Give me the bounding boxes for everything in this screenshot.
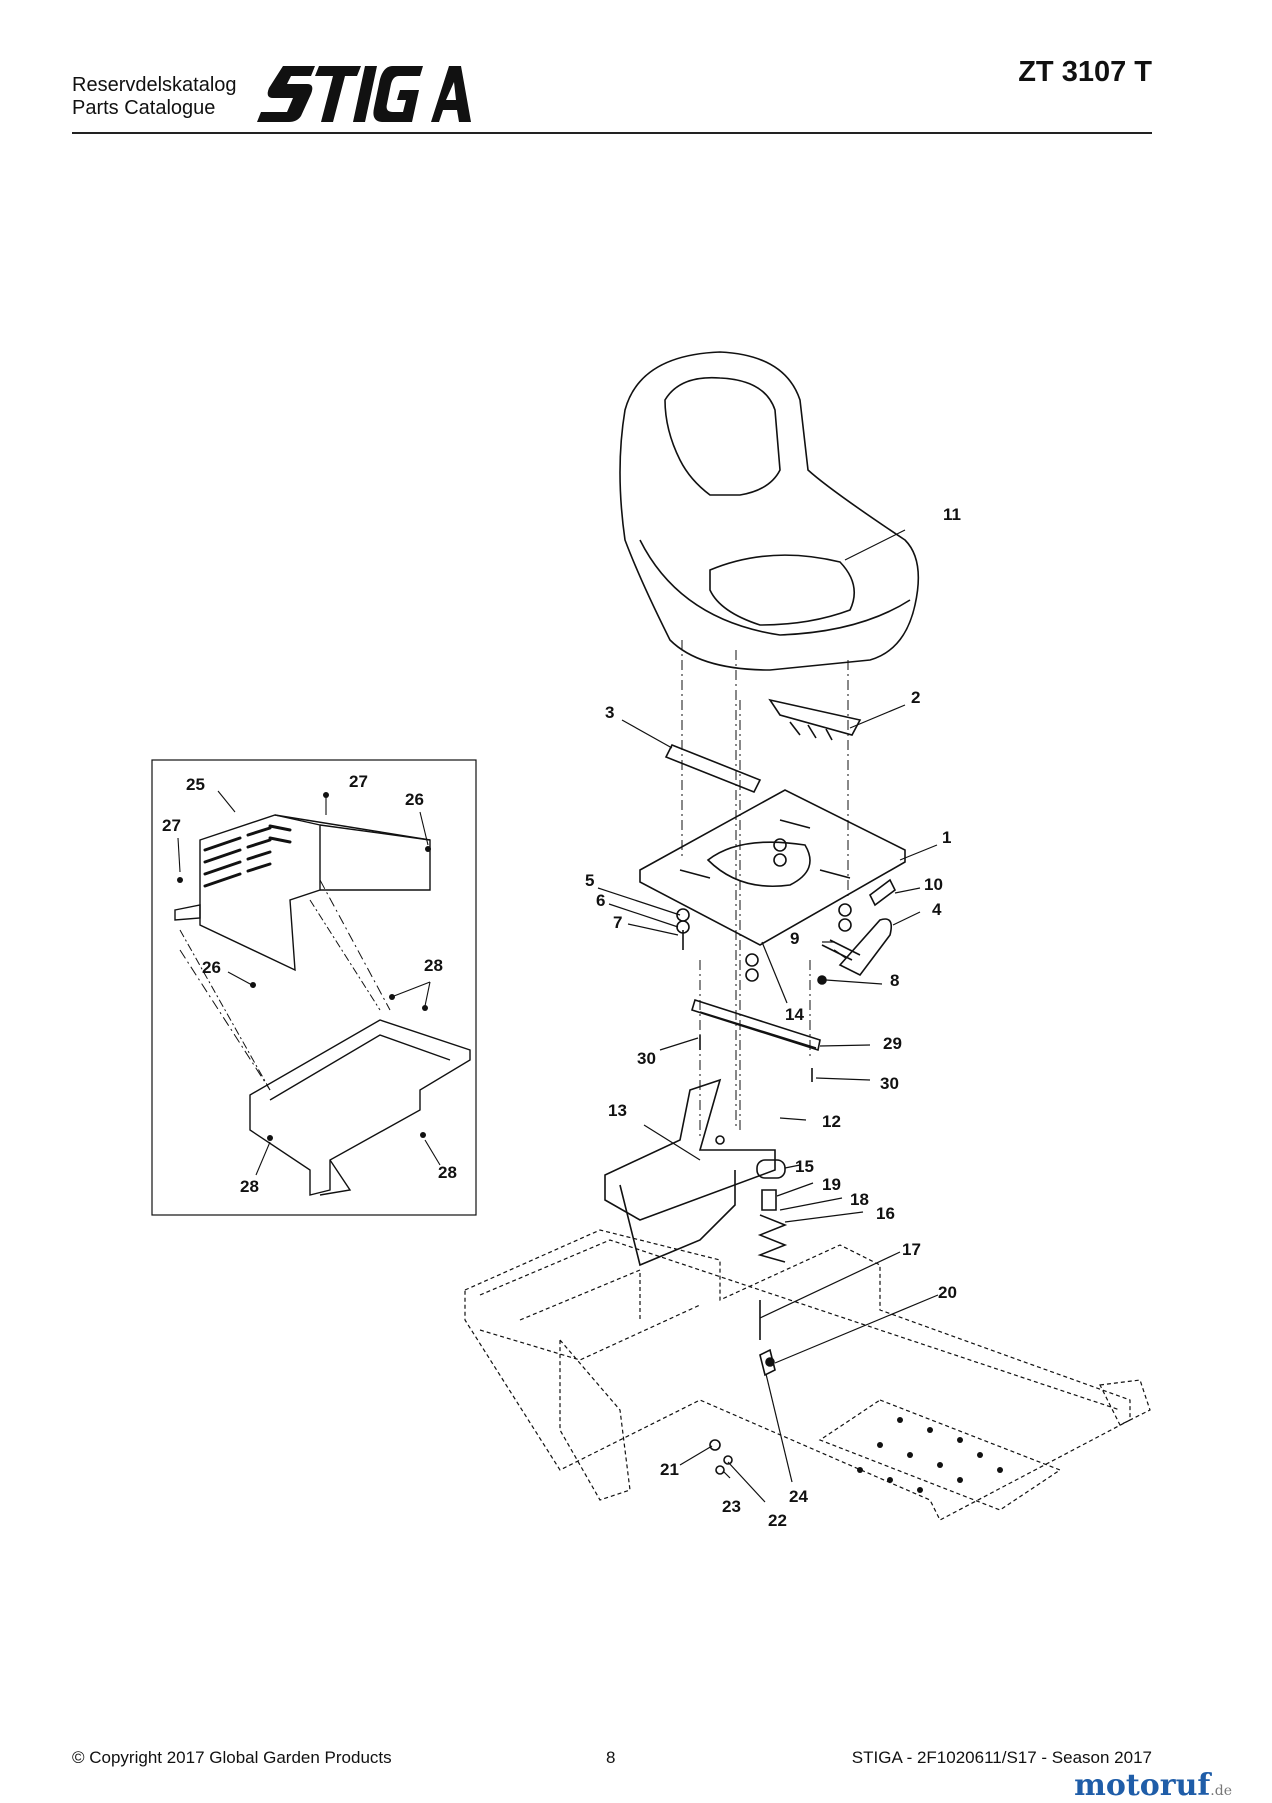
callout-24: 24 — [789, 1487, 808, 1506]
callout-6: 6 — [596, 891, 605, 910]
model-name: ZT 3107 T — [1018, 56, 1152, 88]
stiga-logo — [257, 66, 471, 122]
callout-28-b: 28 — [240, 1177, 259, 1196]
callout-10: 10 — [924, 875, 943, 894]
callout-7: 7 — [613, 913, 622, 932]
callout-labels: 11 2 3 1 10 4 8 9 5 6 7 14 29 30 30 12 1… — [162, 505, 961, 1530]
callout-21: 21 — [660, 1460, 679, 1479]
callout-25: 25 — [186, 775, 205, 794]
footer-page-number: 8 — [606, 1748, 616, 1767]
callout-18: 18 — [850, 1190, 869, 1209]
callout-17: 17 — [902, 1240, 921, 1259]
callout-16: 16 — [876, 1204, 895, 1223]
callout-28-a: 28 — [424, 956, 443, 975]
callout-28-c: 28 — [438, 1163, 457, 1182]
callout-30-a: 30 — [637, 1049, 656, 1068]
callout-27-b: 27 — [162, 816, 181, 835]
watermark-tld: .de — [1210, 1783, 1232, 1799]
header-rule — [72, 132, 1152, 134]
callout-15: 15 — [795, 1157, 814, 1176]
inset-box — [151, 759, 477, 1216]
footer-doc-ref: STIGA - 2F1020611/S17 - Season 2017 — [851, 1748, 1152, 1767]
callout-26-a: 26 — [405, 790, 424, 809]
callout-5: 5 — [585, 871, 594, 890]
alignment-lines — [179, 640, 849, 1140]
catalog-title-en: Parts Catalogue — [72, 97, 216, 119]
callout-9: 9 — [790, 929, 799, 948]
callout-4: 4 — [932, 900, 942, 919]
callout-3: 3 — [605, 703, 614, 722]
callout-19: 19 — [822, 1175, 841, 1194]
callout-29: 29 — [883, 1034, 902, 1053]
watermark-name: motoruf — [1074, 1768, 1211, 1803]
chassis-frame — [464, 1229, 1151, 1521]
callout-2: 2 — [911, 688, 920, 707]
catalog-title-sv: Reservdelskatalog — [72, 74, 237, 96]
callout-11: 11 — [943, 505, 961, 524]
watermark-logo: motoruf.de — [1074, 1768, 1232, 1803]
callout-20: 20 — [938, 1283, 957, 1302]
frame-holes — [857, 1417, 1003, 1493]
callout-13: 13 — [608, 1101, 627, 1120]
callout-8: 8 — [890, 971, 899, 990]
footer-copyright: © Copyright 2017 Global Garden Products — [72, 1748, 392, 1767]
catalog-title: Reservdelskatalog Parts Catalogue — [72, 74, 237, 120]
callout-22: 22 — [768, 1511, 787, 1530]
callout-26-b: 26 — [202, 958, 221, 977]
callout-30-b: 30 — [880, 1074, 899, 1093]
callout-12: 12 — [822, 1112, 841, 1131]
callout-1: 1 — [942, 828, 951, 847]
callout-14: 14 — [785, 1005, 804, 1024]
leader-lines — [597, 529, 939, 1503]
callout-27-a: 27 — [349, 772, 368, 791]
seat-drawing — [619, 351, 920, 671]
callout-23: 23 — [722, 1497, 741, 1516]
